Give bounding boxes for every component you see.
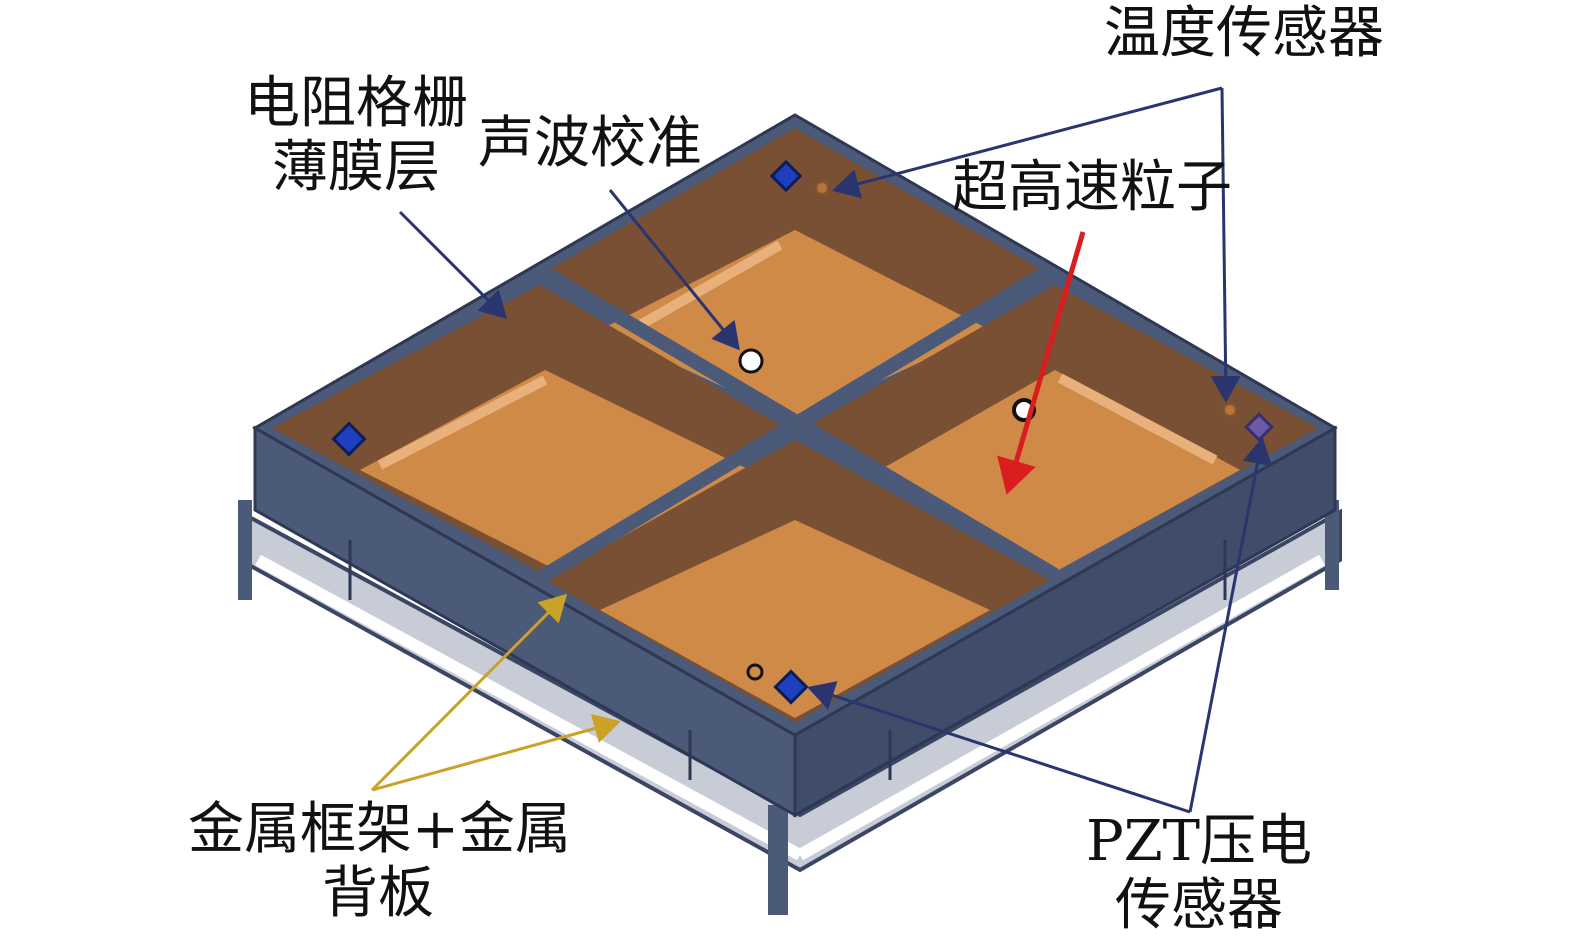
label-acoustic-calibration: 声波校准 — [478, 111, 702, 176]
arrow-acoustic — [608, 189, 740, 351]
label-line: 薄膜层 — [272, 135, 440, 200]
label-line: PZT压电 — [1086, 809, 1312, 874]
arrow-pzt-1 — [807, 681, 1191, 814]
pzt-sensor-icon — [331, 421, 367, 457]
arrow-hypervelocity — [997, 231, 1086, 495]
metal-support-frame — [238, 500, 1342, 915]
temperature-probe-icon — [815, 181, 829, 195]
arrow-temp-1 — [832, 86, 1223, 199]
temperature-probe-icon — [746, 663, 764, 681]
arrow-pzt-2 — [1188, 437, 1273, 813]
label-hypervelocity-particle: 超高速粒子 — [952, 155, 1232, 220]
label-line: 金属框架+金属 — [188, 797, 571, 862]
label-line: 背板 — [322, 861, 434, 926]
pzt-sensor-icon — [769, 159, 803, 193]
arrow-temp-2 — [1210, 87, 1241, 403]
acoustic-source-icon — [738, 348, 764, 374]
divider-cross — [536, 263, 1059, 584]
label-line: 电阻格栅 — [244, 71, 468, 136]
label-temperature-sensor: 温度传感器 — [1104, 1, 1384, 66]
temperature-probe-icon — [1223, 403, 1237, 417]
label-resistance-grid-film: 电阻格栅 薄膜层 — [236, 72, 476, 200]
label-pzt-sensor: PZT压电 传感器 — [1084, 810, 1314, 938]
label-metal-frame-backplate: 金属框架+金属 背板 — [188, 797, 571, 926]
arrow-resist-grid — [398, 210, 508, 320]
annotation-arrows — [370, 86, 1273, 814]
arrow-metal-frame-1 — [370, 593, 568, 792]
label-line: 传感器 — [1115, 873, 1283, 938]
pzt-sensor-icon — [1244, 412, 1274, 442]
arrow-metal-frame-2 — [371, 713, 621, 792]
cell-bottom — [545, 440, 1050, 722]
pzt-sensor-icon — [773, 669, 809, 705]
